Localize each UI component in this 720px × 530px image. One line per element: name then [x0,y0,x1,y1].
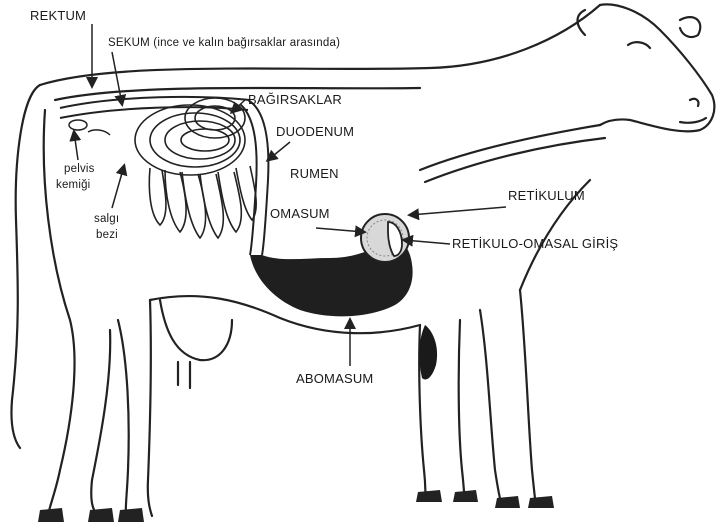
label-abomasum: ABOMASUM [296,371,373,386]
label-duodenum: DUODENUM [276,124,354,139]
cow-leg-patch [419,325,437,379]
cow-neck [420,125,600,170]
arrow-sekum [112,52,122,104]
cow-front-leg-back-inner [459,320,465,500]
pelvis-bone-curve [88,130,110,135]
cow-mouth [680,118,706,123]
cow-tail [11,85,40,448]
pelvis-bone-oval-1 [69,120,87,130]
hoof-4 [416,490,442,502]
pelvis-bone [69,120,110,135]
cow-front-leg-front-inner [520,290,536,506]
label-bagirsaklar: BAĞIRSAKLAR [248,92,342,107]
label-pelvis-1: pelvis [64,163,95,175]
coil-4 [181,129,229,151]
label-sekum: SEKUM (ince ve kalın bağırsaklar arasınd… [108,37,340,49]
rectum-tract [60,97,250,118]
leader-arrows [74,24,506,366]
cow-hooves [38,490,554,522]
arrow-retikulo-omasal [404,240,450,244]
hoof-3 [118,508,144,522]
hoof-1 [38,508,64,522]
arrow-duodenum [268,142,290,160]
label-rektum: REKTUM [30,8,86,23]
hoof-7 [528,496,554,508]
cow-nostril [690,99,698,106]
cow-hind-leg-front-inner [148,300,152,516]
arrow-retikulum [410,207,506,215]
label-salgi-1: salgı [94,213,119,225]
arrow-salgi [112,166,124,208]
arrow-pelvis [74,132,78,160]
cow-udder [160,300,232,360]
cow-eye [628,42,650,48]
small-intestine-loops [149,166,256,238]
hoof-5 [453,490,478,502]
coil-6 [195,106,235,130]
coil-5 [185,98,245,138]
label-salgi-2: bezi [96,229,118,241]
cow-teats [178,362,190,388]
hoof-2 [88,508,114,522]
label-pelvis-2: kemiği [56,179,90,191]
loop-1 [149,168,166,225]
label-retikulo-omasal: RETİKULO-OMASAL GİRİŞ [452,236,618,251]
label-omasum: OMASUM [270,206,330,221]
cow-hind-leg-back-front [91,330,110,515]
cow-head [600,4,714,131]
omasum-reticulum [361,214,409,262]
cow-hind-leg-front [118,320,129,516]
cow-neck-2 [425,138,605,182]
arrow-omasum [316,228,364,232]
cow-front-leg-front [480,310,502,506]
label-rumen: RUMEN [290,166,339,181]
label-retikulum: RETİKULUM [508,188,585,203]
intestine-coils [135,98,245,175]
